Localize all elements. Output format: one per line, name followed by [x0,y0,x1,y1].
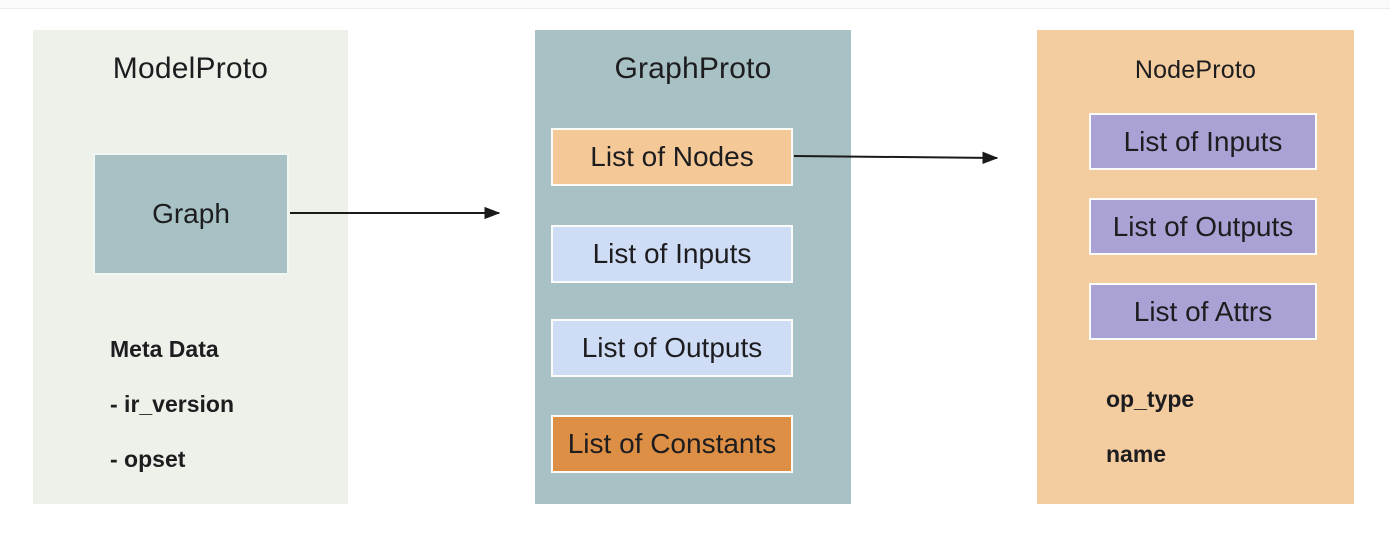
panel-modelproto: ModelProto Graph Meta Data - ir_version … [33,30,348,504]
meta-item-opset: - opset [110,446,186,472]
node-list-of-inputs-box: List of Inputs [1089,113,1317,170]
list-of-attrs-box: List of Attrs [1089,283,1317,340]
panel-nodeproto: NodeProto List of Inputs List of Outputs… [1037,30,1354,504]
list-of-nodes-label: List of Nodes [590,141,754,172]
list-of-constants-label: List of Constants [567,428,777,459]
meta-item-ir-version: - ir_version [110,391,234,417]
graph-box-label: Graph [152,198,230,229]
node-list-of-outputs-label: List of Outputs [1112,210,1294,242]
graph-list-of-outputs-label: List of Outputs [581,332,763,363]
list-of-nodes-box: List of Nodes [551,128,793,186]
graph-list-of-outputs-box: List of Outputs [551,319,793,377]
panel-title-graphproto: GraphProto [614,52,772,85]
meta-data-heading: Meta Data [110,336,219,362]
graph-list-of-inputs-box: List of Inputs [551,225,793,283]
panel-title-nodeproto: NodeProto [1134,56,1257,84]
graph-box: Graph [93,153,289,275]
node-list-of-inputs-label: List of Inputs [1123,125,1283,157]
top-strip [0,0,1390,9]
list-of-attrs-label: List of Attrs [1133,295,1273,327]
node-list-of-outputs-box: List of Outputs [1089,198,1317,255]
field-name: name [1106,441,1167,467]
field-op-type: op_type [1106,386,1195,412]
list-of-constants-box: List of Constants [551,415,793,473]
panel-graphproto: GraphProto List of Nodes List of Inputs … [535,30,851,504]
graph-list-of-inputs-label: List of Inputs [592,238,752,269]
panel-title-modelproto: ModelProto [112,52,269,85]
